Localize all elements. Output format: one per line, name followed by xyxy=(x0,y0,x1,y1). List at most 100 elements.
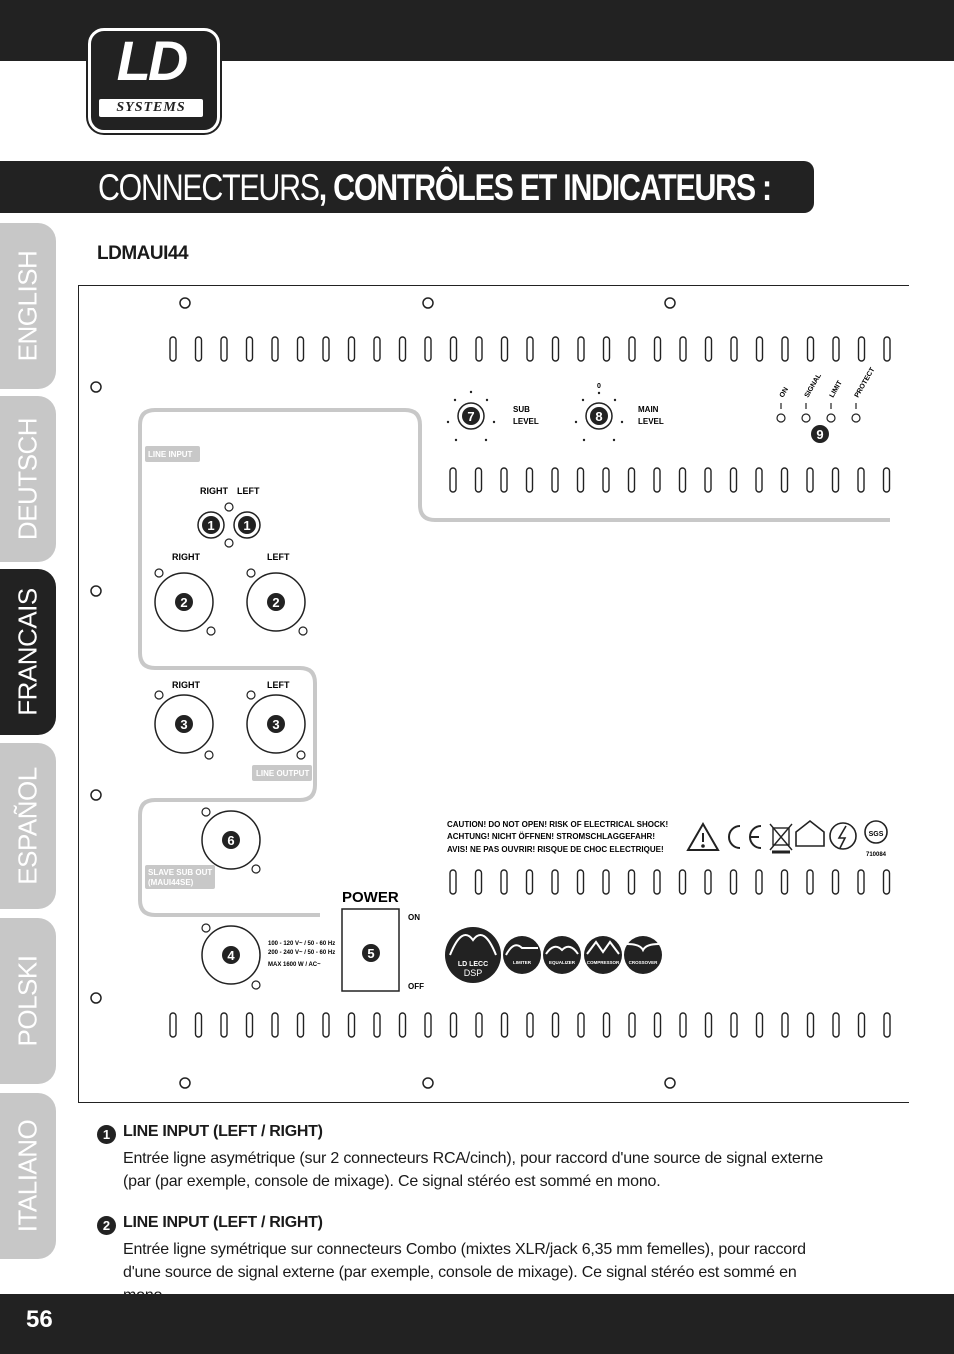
vent-slot xyxy=(194,336,203,362)
vent-slot xyxy=(271,1012,279,1038)
vent-slot xyxy=(653,869,661,895)
vent-slot xyxy=(679,1012,687,1038)
vent-slot xyxy=(500,336,509,362)
vent-slot xyxy=(576,467,585,493)
ld-lecc-dsp-icon xyxy=(445,927,501,983)
electric-shock-icon xyxy=(829,822,857,850)
tab-deutsch[interactable]: DEUTSCH xyxy=(0,396,56,562)
dsp-logos: LD LECC DSP LIMITER EQUALIZER COMPRESSOR… xyxy=(445,927,662,983)
led-on-label: ON xyxy=(779,386,790,399)
logo-main-text: LD xyxy=(116,29,189,92)
vent-slot xyxy=(296,1012,305,1038)
vent-slot xyxy=(882,467,891,493)
vent-slot xyxy=(475,336,483,362)
vent-slot xyxy=(169,336,177,362)
tab-english[interactable]: ENGLISH xyxy=(0,223,56,389)
led-signal-label: SIGNAL xyxy=(804,372,824,399)
line-input-label: LINE INPUT xyxy=(148,450,193,459)
equalizer-icon xyxy=(543,936,581,974)
vent-slot xyxy=(704,467,712,493)
section-title-bar xyxy=(0,161,814,213)
tab-francais[interactable]: FRANCAIS xyxy=(0,569,56,735)
vent-slot xyxy=(729,869,738,895)
vent-slot xyxy=(806,336,815,362)
rca-inputs: RIGHT LEFT 1 1 xyxy=(197,486,261,548)
line-output-label: LINE OUTPUT xyxy=(256,769,309,778)
warning-triangle-icon xyxy=(686,821,720,851)
caution-line-1: CAUTION! DO NOT OPEN! RISK OF ELECTRICAL… xyxy=(447,820,668,829)
badge-1: 1 xyxy=(207,518,214,533)
vent-slot xyxy=(271,336,279,362)
logo-sub-text: SYSTEMS xyxy=(99,99,203,117)
vent-slot xyxy=(551,336,560,362)
badge-7: 7 xyxy=(467,409,474,424)
module-outlines xyxy=(138,408,890,917)
vent-slot xyxy=(653,336,662,362)
led-protect-label: PROTECT xyxy=(854,366,877,399)
caution-text: CAUTION! DO NOT OPEN! RISK OF ELECTRICAL… xyxy=(447,820,668,854)
vent-slot xyxy=(857,1012,866,1038)
vent-slot xyxy=(424,336,432,362)
tab-italiano[interactable]: ITALIANO xyxy=(0,1093,56,1259)
rca-left-label: LEFT xyxy=(237,486,260,496)
dsp-label-1: LD LECC xyxy=(458,961,488,968)
panel-labels: LINE INPUT LINE OUTPUT SLAVE SUB OUT (MA… xyxy=(145,446,312,889)
item-heading: LINE INPUT (LEFT / RIGHT) xyxy=(123,1123,323,1140)
vent-slot xyxy=(577,1012,585,1038)
vent-slot xyxy=(806,1012,815,1038)
vent-slot xyxy=(424,1012,432,1038)
vent-slot xyxy=(551,467,559,493)
vent-slot xyxy=(296,336,305,362)
vent-slot xyxy=(704,869,712,895)
vent-slot xyxy=(780,467,789,493)
caution-line-2: ACHTUNG! NICHT ÖFFNEN! STROMSCHLAGGEFAHR… xyxy=(447,832,655,841)
rear-panel-frame xyxy=(78,285,909,1103)
ce-mark-icon xyxy=(728,825,741,849)
section-title: CONNECTEURS, CONTRÔLES ET INDICATEURS : xyxy=(98,167,772,209)
badge-8: 8 xyxy=(595,409,602,424)
badge-2: 2 xyxy=(272,595,279,610)
tab-espanol[interactable]: ESPAÑOL xyxy=(0,743,56,909)
vent-slot xyxy=(449,1012,458,1038)
badge-3: 3 xyxy=(272,717,279,732)
main-level-label-2: LEVEL xyxy=(638,417,664,426)
level-knobs: 7 SUB LEVEL 8 0 MAIN LEVEL xyxy=(446,383,664,442)
screw-icon xyxy=(90,381,102,393)
main-level-label: MAIN xyxy=(638,405,659,414)
tab-polski[interactable]: POLSKI xyxy=(0,918,56,1084)
item-number-badge: 2 xyxy=(97,1216,116,1235)
vent-slot xyxy=(449,467,457,493)
rca-right-label: RIGHT xyxy=(200,486,229,496)
vent-slot xyxy=(576,869,585,895)
caution-line-3: AVIS! NE PAS OUVRIR! RISQUE DE CHOC ELEC… xyxy=(447,845,664,854)
vent-slot xyxy=(500,869,508,895)
vent-slot xyxy=(169,1012,177,1038)
vent-slot xyxy=(220,336,228,362)
slave-label: SLAVE SUB OUT xyxy=(148,868,212,877)
screw-icon xyxy=(422,297,434,309)
screw-icon xyxy=(90,585,102,597)
vent-slot xyxy=(475,1012,483,1038)
vent-slot xyxy=(627,869,636,895)
vent-slot xyxy=(857,869,865,895)
vent-slot xyxy=(194,1012,203,1038)
combo-left-label: LEFT xyxy=(267,552,290,562)
vent-slot xyxy=(780,869,789,895)
dsp-feature-limiter: LIMITER xyxy=(513,960,532,965)
vent-slot xyxy=(755,336,764,362)
out-right-label: RIGHT xyxy=(172,680,201,690)
vent-slot xyxy=(781,336,789,362)
badge-3: 3 xyxy=(180,717,187,732)
screw-icon xyxy=(179,297,191,309)
vent-slot xyxy=(755,869,763,895)
screw-icon xyxy=(90,789,102,801)
vent-slot xyxy=(602,869,610,895)
led-icon xyxy=(851,413,861,423)
led-icon xyxy=(801,413,811,423)
vent-slot xyxy=(806,467,814,493)
vent-slot xyxy=(831,869,840,895)
power-label: POWER xyxy=(342,889,399,906)
screw-icon xyxy=(664,297,676,309)
power-inlet: 4 100 - 120 V~ / 50 - 60 Hz 200 - 240 V~… xyxy=(201,923,335,990)
